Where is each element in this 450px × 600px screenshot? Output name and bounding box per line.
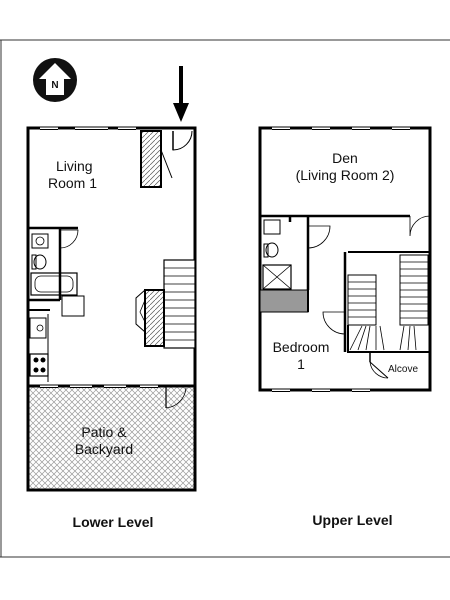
level-label-lower: Lower Level [72, 514, 154, 530]
compass-letter: N [51, 80, 59, 91]
room-label-patio: Patio & Backyard [56, 424, 152, 458]
room-label-patio-line1: Patio & [81, 424, 127, 440]
room-label-bedroom-line2: 1 [297, 355, 305, 372]
room-label-living-room-1: Living Room 1 [48, 158, 97, 192]
entrance-arrow-icon [173, 66, 189, 122]
level-label-upper: Upper Level [312, 512, 393, 528]
upper-outer-wall [258, 126, 432, 392]
lower-level-plan [26, 126, 197, 492]
room-label-living-room-1-line2: Room 1 [48, 174, 98, 191]
room-label-patio-line2: Backyard [74, 440, 134, 457]
room-label-bedroom: Bedroom 1 [262, 339, 340, 373]
room-label-den: Den (Living Room 2) [270, 150, 420, 184]
patio-area [28, 386, 195, 490]
north-compass-icon [33, 58, 77, 102]
room-label-den-line2: (Living Room 2) [295, 166, 395, 183]
room-label-alcove: Alcove [388, 364, 419, 375]
room-label-bedroom-line1: Bedroom [272, 339, 330, 355]
room-label-den-line1: Den [332, 150, 358, 166]
room-label-living-room-1-line1: Living [56, 158, 93, 174]
upper-level-plan [258, 126, 432, 392]
